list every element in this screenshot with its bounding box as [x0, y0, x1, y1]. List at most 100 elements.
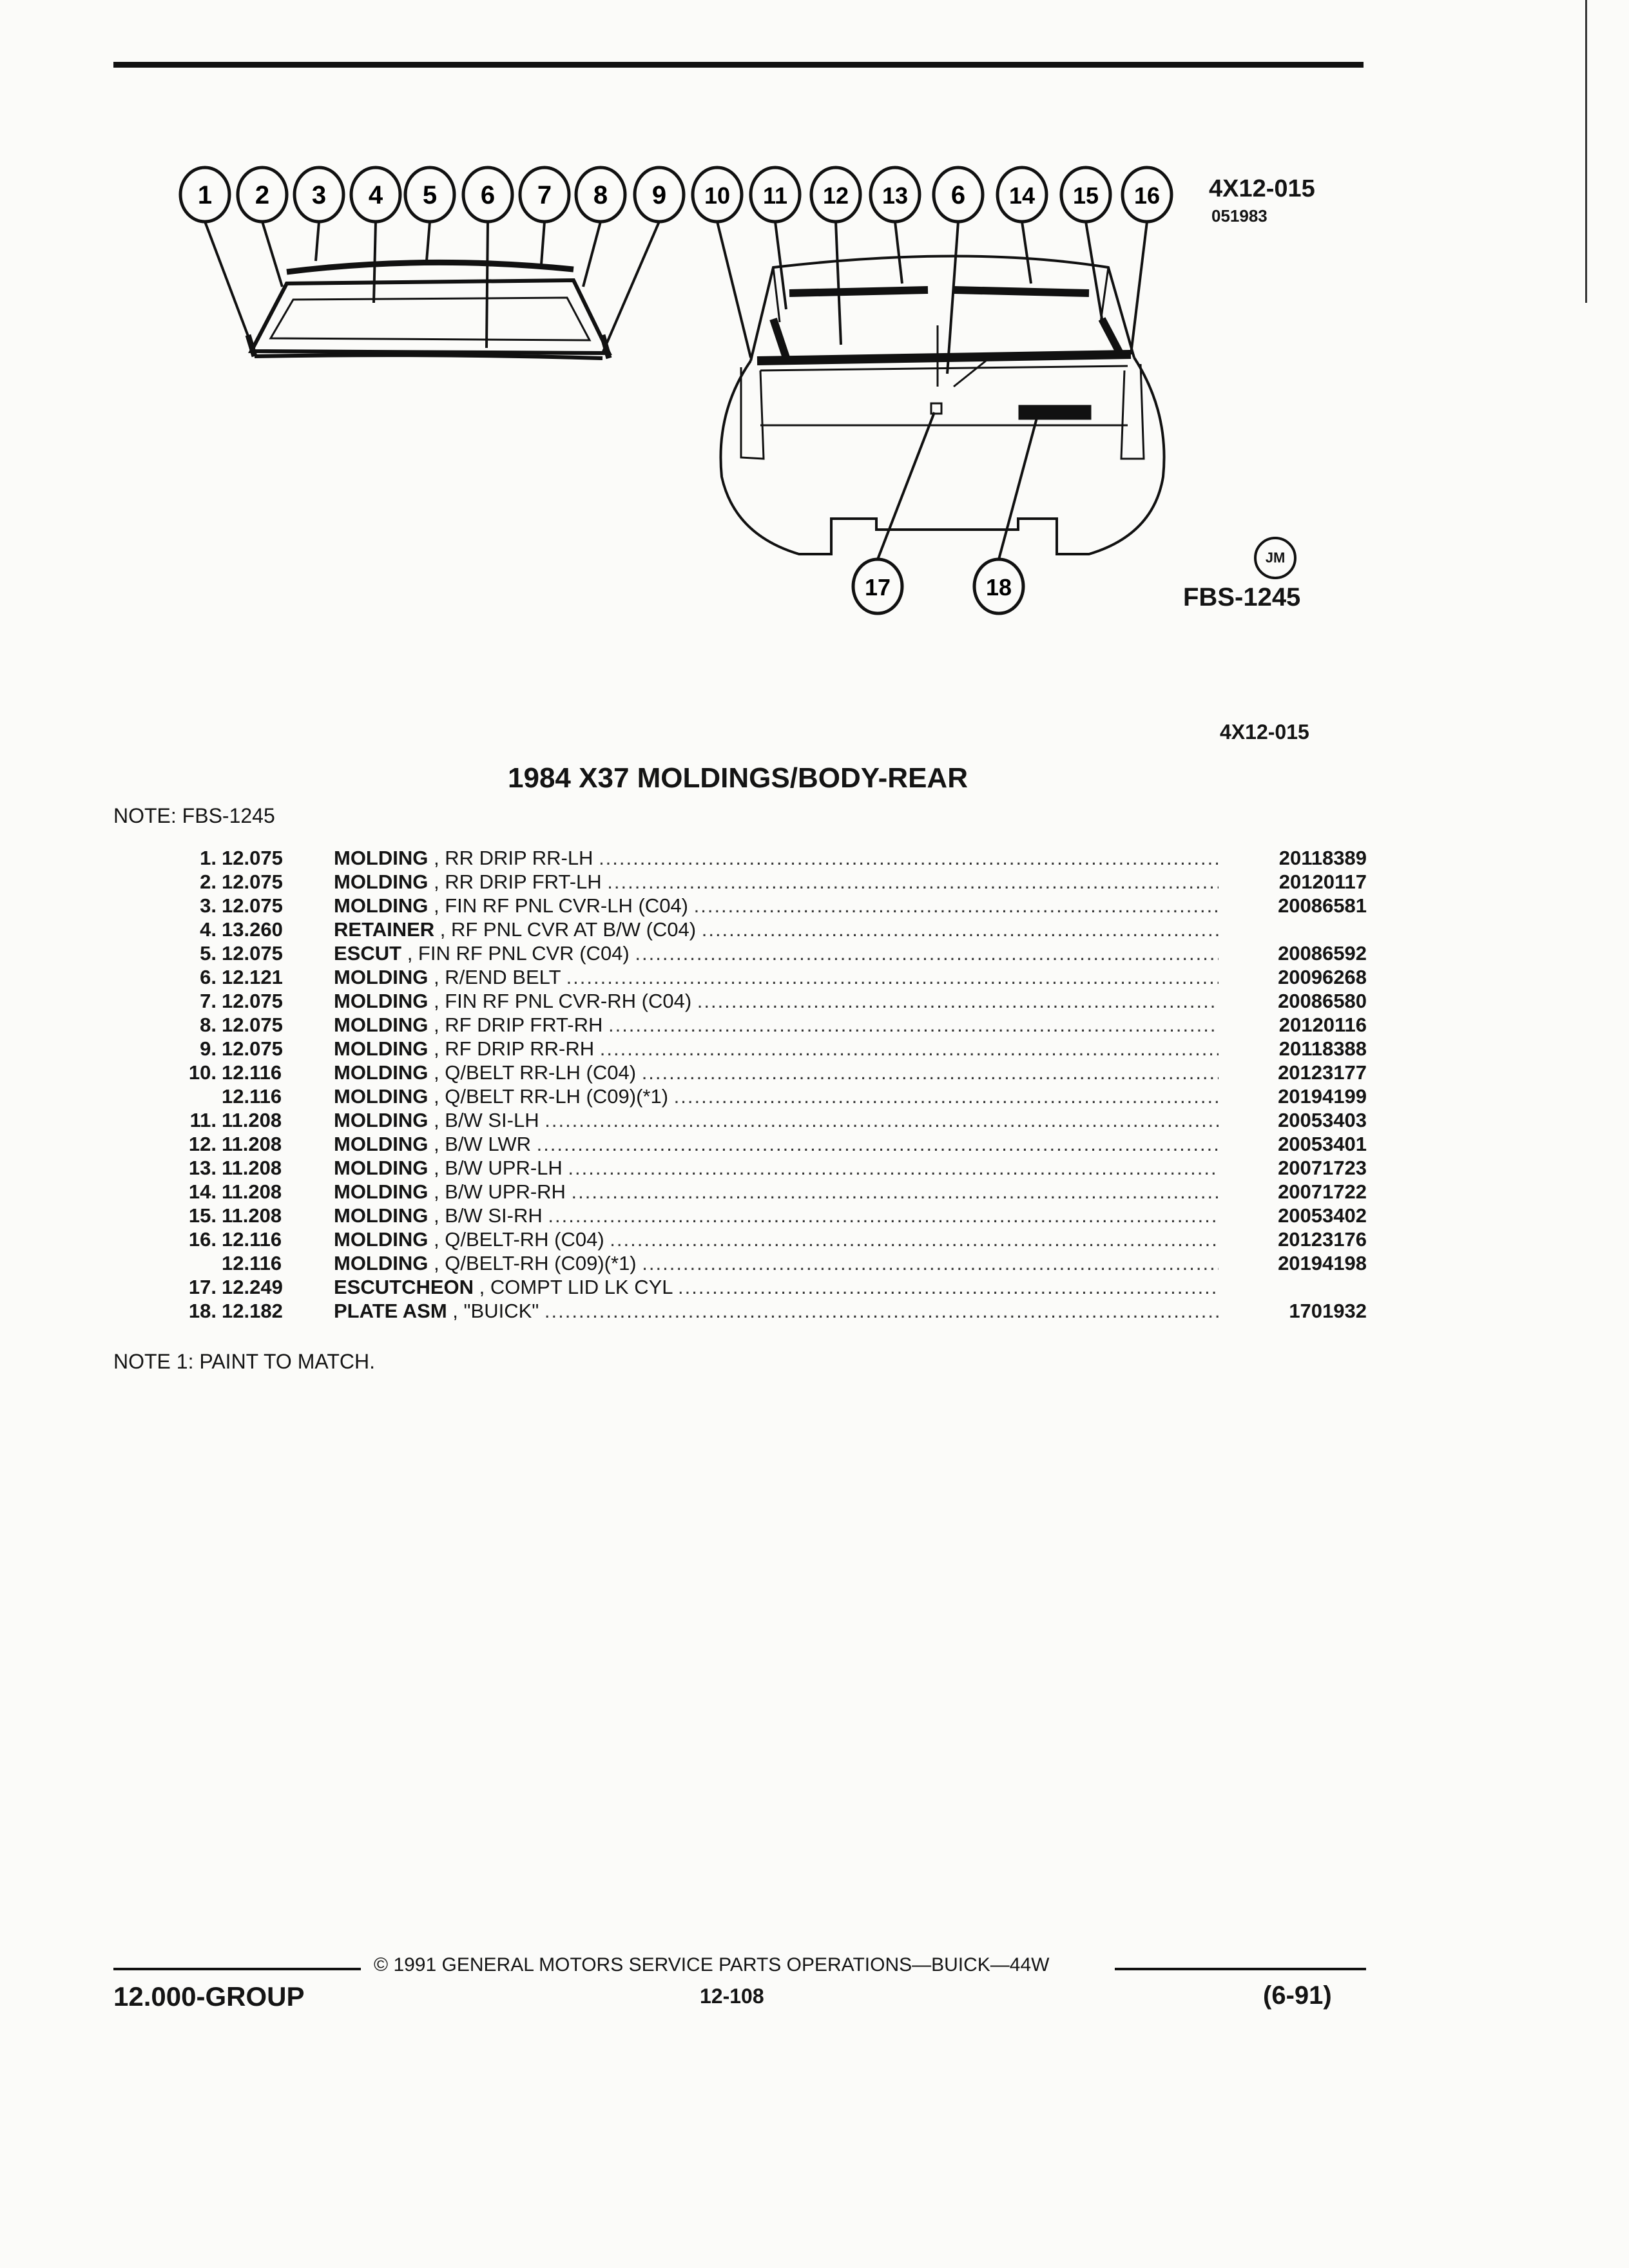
part-number: 20071723 — [1278, 1157, 1367, 1179]
part-detail: , COMPT LID LK CYL — [474, 1276, 678, 1298]
leader-dots: ........................................… — [642, 1252, 1219, 1274]
fbs-code: FBS-1245 — [1183, 583, 1301, 611]
leader-dots: ........................................… — [599, 847, 1219, 869]
callout-3: 3 — [293, 166, 345, 224]
leader-dots: ........................................… — [635, 942, 1219, 965]
part-number: 20053401 — [1278, 1133, 1367, 1155]
part-detail: , R/END BELT — [428, 966, 566, 988]
item-number: 8. — [200, 1014, 217, 1036]
part-name: MOLDING — [334, 1204, 429, 1227]
group-number: 12.249 — [222, 1276, 283, 1298]
part-name: MOLDING — [334, 847, 429, 869]
part-description: ESCUT , FIN RF PNL CVR (C04) ...........… — [334, 941, 1219, 965]
part-detail: , FIN RF PNL CVR-RH (C04) — [428, 990, 697, 1012]
leader-line — [876, 412, 936, 560]
part-detail: , RF DRIP FRT-RH — [428, 1014, 608, 1036]
part-detail: , RR DRIP RR-LH — [428, 847, 599, 869]
figure-code: 4X12-015 — [1209, 175, 1315, 202]
part-number: 1701932 — [1289, 1300, 1367, 1322]
item-number: 5. — [200, 942, 217, 965]
part-detail: , FIN RF PNL CVR-LH (C04) — [428, 894, 694, 917]
callout-6: 6 — [461, 166, 514, 224]
callout-11: 11 — [749, 166, 802, 224]
footer-revision: (6-91) — [1263, 1981, 1332, 2010]
part-description: RETAINER , RF PNL CVR AT B/W (C04) .....… — [334, 918, 1219, 941]
part-detail: , RF DRIP RR-RH — [428, 1037, 600, 1060]
part-description: MOLDING , FIN RF PNL CVR-LH (C04) ......… — [334, 894, 1219, 918]
callout-label: 6 — [951, 181, 965, 209]
part-description: MOLDING , B/W UPR-LH ...................… — [334, 1156, 1219, 1180]
part-name: MOLDING — [334, 894, 429, 917]
part-name: MOLDING — [334, 1085, 429, 1108]
callout-1: 1 — [178, 166, 231, 224]
item-number: 2. — [200, 870, 217, 893]
part-description: MOLDING , RR DRIP RR-LH ................… — [334, 846, 1219, 870]
part-description: MOLDING , Q/BELT-RH (C04) ..............… — [334, 1227, 1219, 1251]
callout-label: 6 — [481, 181, 495, 209]
part-description: ESCUTCHEON , COMPT LID LK CYL ..........… — [334, 1275, 1219, 1299]
group-number: 12.182 — [222, 1300, 283, 1322]
car-rear-drawing — [719, 255, 1166, 555]
callout-label: 10 — [704, 182, 730, 209]
footer-copyright: © 1991 GENERAL MOTORS SERVICE PARTS OPER… — [374, 1954, 1050, 1975]
callout-12: 12 — [809, 166, 862, 224]
part-detail: , Q/BELT-RH (C04) — [428, 1228, 610, 1251]
callout-label: 17 — [865, 574, 891, 601]
group-number: 12.116 — [222, 1061, 282, 1084]
part-number: 20120116 — [1278, 1014, 1367, 1036]
part-detail: , B/W SI-LH — [428, 1109, 545, 1131]
footer-group: 12.000-GROUP — [113, 1981, 305, 2012]
part-description: MOLDING , FIN RF PNL CVR-RH (C04) ......… — [334, 989, 1219, 1013]
leader-line — [582, 221, 602, 287]
leader-dots: ........................................… — [678, 1276, 1219, 1298]
callout-5: 5 — [403, 166, 456, 224]
callout-label: 2 — [255, 181, 269, 209]
part-name: MOLDING — [334, 1180, 429, 1203]
part-name: RETAINER — [334, 918, 435, 941]
callout-8: 8 — [574, 166, 627, 224]
leader-dots: ........................................… — [571, 1180, 1219, 1203]
part-name: MOLDING — [334, 1109, 429, 1131]
item-number: 11. — [189, 1109, 217, 1131]
part-description: MOLDING , RF DRIP RR-RH ................… — [334, 1037, 1219, 1061]
part-description: MOLDING , RR DRIP FRT-LH ...............… — [334, 870, 1219, 894]
part-description: MOLDING , Q/BELT-RH (C09)(*1) ..........… — [334, 1251, 1219, 1275]
leader-line — [540, 221, 546, 265]
page-edge-line — [1585, 0, 1587, 303]
leader-dots: ........................................… — [673, 1085, 1219, 1108]
group-number: 12.116 — [222, 1085, 282, 1108]
part-number: 20053403 — [1278, 1109, 1367, 1131]
callout-17: 17 — [851, 557, 904, 615]
part-detail: , Q/BELT-RH (C09)(*1) — [428, 1252, 642, 1274]
leader-dots: ........................................… — [545, 1109, 1219, 1131]
leader-dots: ........................................… — [536, 1133, 1219, 1155]
part-number: 20086592 — [1278, 942, 1367, 965]
callout-label: 14 — [1009, 182, 1035, 209]
leader-line — [1084, 221, 1103, 320]
callout-label: 18 — [986, 574, 1012, 601]
part-number: 20053402 — [1278, 1204, 1367, 1227]
figure-date: 051983 — [1211, 206, 1268, 226]
leader-dots: ........................................… — [610, 1228, 1219, 1251]
part-number: 20194199 — [1278, 1085, 1367, 1108]
page-title: 1984 X37 MOLDINGS/BODY-REAR — [508, 762, 968, 794]
part-name: MOLDING — [334, 1037, 429, 1060]
callout-label: 13 — [882, 182, 908, 209]
part-description: MOLDING , B/W SI-RH ....................… — [334, 1204, 1219, 1227]
leader-dots: ........................................… — [568, 1157, 1219, 1179]
part-number: 20086580 — [1278, 990, 1367, 1012]
callout-label: 15 — [1073, 182, 1099, 209]
footer-rule-left — [113, 1968, 361, 1970]
callout-10: 10 — [691, 166, 744, 224]
leader-dots: ........................................… — [599, 1037, 1219, 1060]
leader-line — [894, 221, 903, 284]
leader-dots: ........................................… — [544, 1300, 1219, 1322]
callout-15: 15 — [1059, 166, 1112, 224]
